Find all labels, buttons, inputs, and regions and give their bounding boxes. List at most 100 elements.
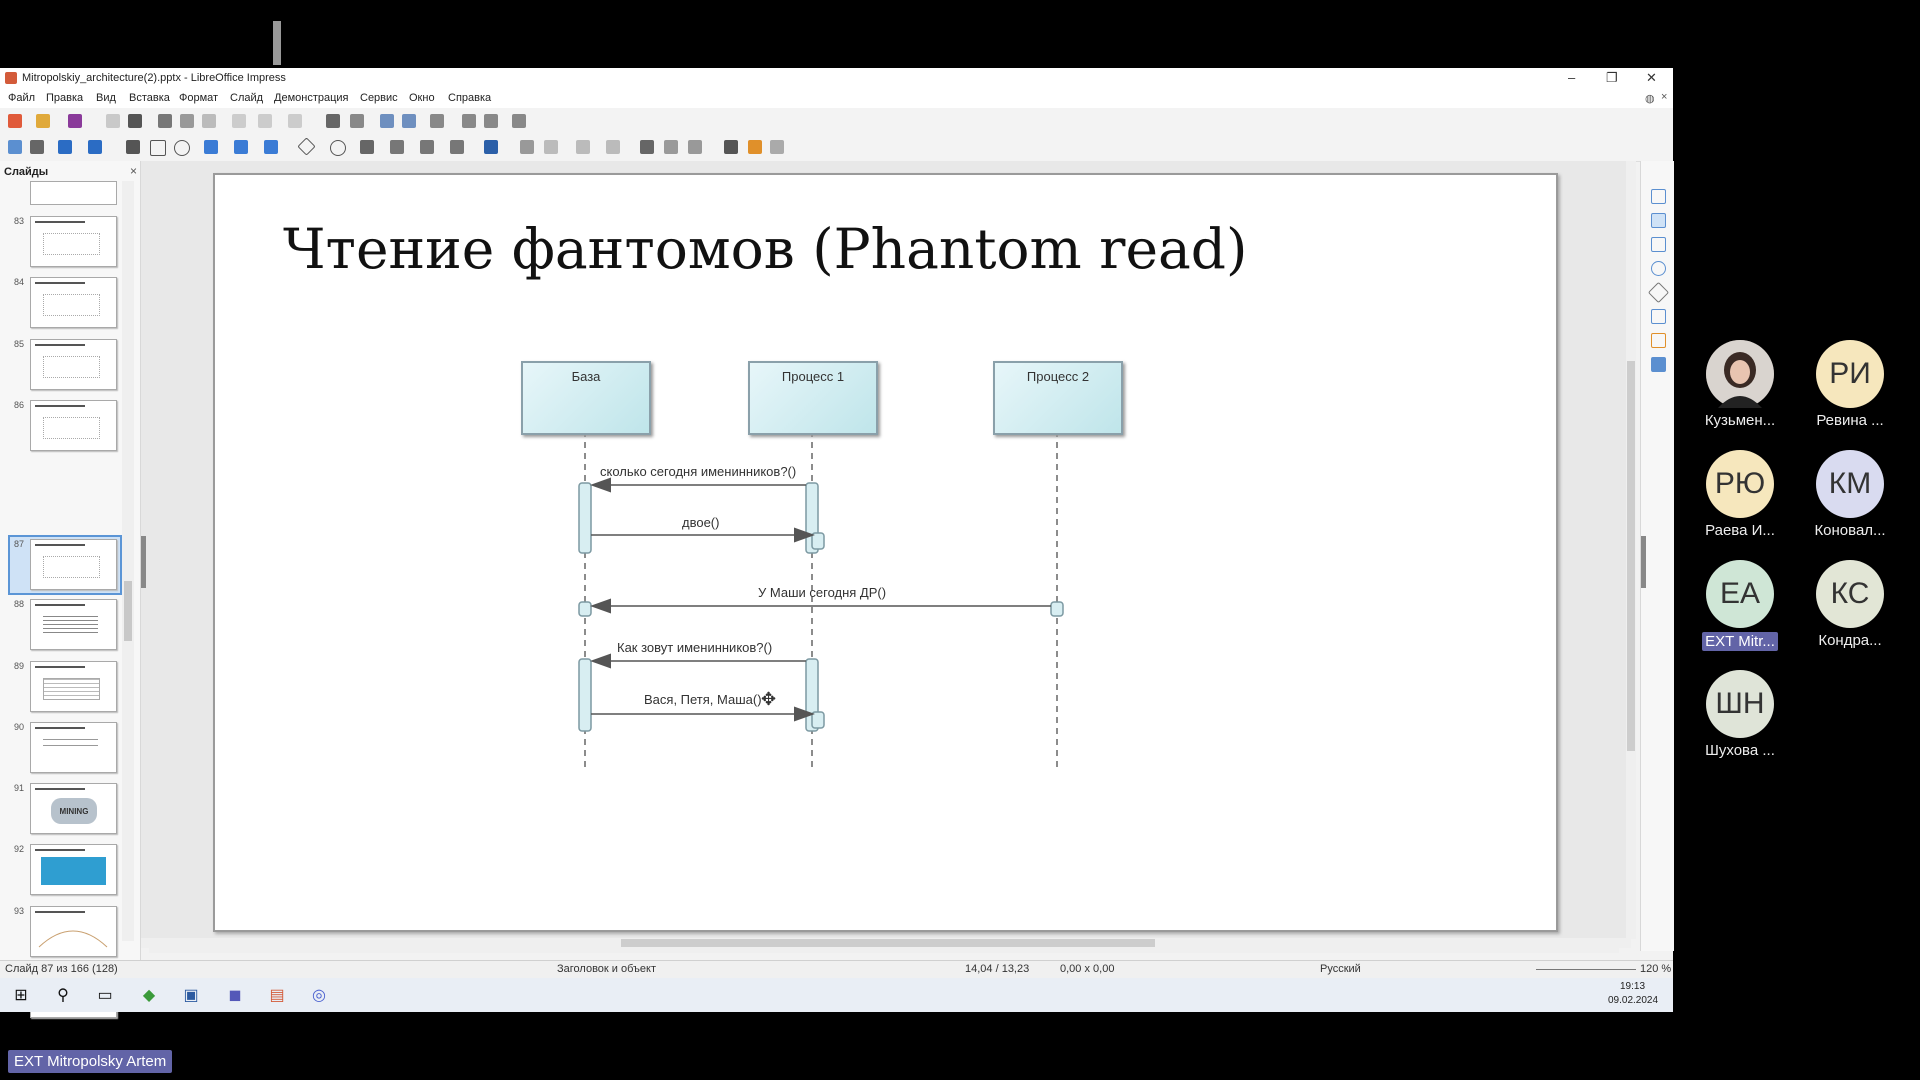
cut-icon[interactable] (158, 114, 172, 128)
slide-thumbnail[interactable] (30, 599, 117, 650)
slide-thumbnail[interactable] (30, 277, 117, 328)
block-arrows-icon[interactable] (360, 140, 374, 154)
display-views-icon[interactable] (430, 114, 444, 128)
save-icon[interactable] (68, 114, 82, 128)
master-slides-icon[interactable] (1651, 309, 1666, 324)
start-slideshow-icon[interactable] (484, 114, 498, 128)
menu-window[interactable]: Окно (409, 92, 435, 104)
slide-thumbnail-selected[interactable] (30, 539, 117, 590)
menu-insert[interactable]: Вставка (129, 92, 170, 104)
save-app-icon[interactable]: ▣ (183, 987, 199, 1004)
fontwork-icon[interactable] (748, 140, 762, 154)
app-icon[interactable]: ◆ (142, 987, 156, 1004)
slide-thumbnail[interactable] (30, 181, 117, 205)
panel-toggle-handle[interactable] (141, 536, 146, 588)
menu-view[interactable]: Вид (96, 92, 116, 104)
menu-file[interactable]: Файл (8, 92, 36, 104)
menu-tools[interactable]: Сервис (360, 92, 398, 104)
paste-icon[interactable] (202, 114, 216, 128)
line-tool-icon[interactable] (126, 140, 140, 154)
flowchart-icon[interactable] (390, 140, 404, 154)
participant-tile[interactable]: КМ Коновал... (1810, 450, 1890, 539)
fill-color-icon[interactable] (88, 140, 102, 154)
slide-thumbnail[interactable] (30, 339, 117, 390)
menu-slide[interactable]: Слайд (230, 92, 264, 104)
gallery-icon[interactable] (1651, 237, 1666, 252)
slide-thumbnail[interactable] (30, 722, 117, 773)
helplines-icon[interactable] (402, 114, 416, 128)
basic-shapes-icon[interactable] (297, 137, 316, 156)
symbol-shapes-icon[interactable] (330, 140, 346, 156)
export-pdf-icon[interactable] (106, 114, 120, 128)
impress-taskbar-icon[interactable]: ▤ (269, 987, 285, 1004)
navigator-icon[interactable] (1651, 261, 1666, 276)
vertical-scrollbar[interactable] (1626, 161, 1636, 939)
line-color-icon[interactable] (58, 140, 72, 154)
globe-icon[interactable]: ◍ (1645, 93, 1655, 105)
curve-tool-icon[interactable] (234, 140, 248, 154)
spelling-icon[interactable] (350, 114, 364, 128)
rotate-icon[interactable] (520, 140, 534, 154)
vertical-scrollbar-thumb[interactable] (1627, 361, 1635, 751)
panel-toggle-handle[interactable] (273, 21, 281, 65)
animation-icon[interactable] (1651, 333, 1666, 348)
grid-icon[interactable] (380, 114, 394, 128)
participant-tile[interactable]: ЕА EXT Mitr... (1700, 560, 1780, 651)
horizontal-scrollbar[interactable] (141, 938, 1631, 948)
redo-icon[interactable] (288, 114, 302, 128)
callouts-icon[interactable] (420, 140, 434, 154)
teams-icon[interactable]: ◼ (228, 987, 242, 1004)
copy-icon[interactable] (180, 114, 194, 128)
print-icon[interactable] (128, 114, 142, 128)
crop-icon[interactable] (664, 140, 678, 154)
find-replace-icon[interactable] (326, 114, 340, 128)
panel-scrollbar-thumb[interactable] (124, 581, 132, 641)
slide-thumbnail[interactable]: MINING (30, 783, 117, 834)
horizontal-scrollbar[interactable] (149, 943, 1619, 953)
horizontal-scrollbar-thumb[interactable] (621, 939, 1155, 947)
language-status[interactable]: Русский (1320, 963, 1361, 975)
slide-title[interactable]: Чтение фантомов (Phantom read) (283, 217, 1248, 281)
restore-icon[interactable]: ❐ (1606, 70, 1618, 85)
close-icon[interactable]: ✕ (1646, 70, 1657, 85)
slide-thumbnail[interactable] (30, 400, 117, 451)
arrow-tool-icon[interactable] (204, 140, 218, 154)
ellipse-tool-icon[interactable] (174, 140, 190, 156)
open-icon[interactable] (36, 114, 50, 128)
participant-tile[interactable]: ШН Шухова ... (1700, 670, 1780, 759)
minimize-icon[interactable]: – (1568, 70, 1576, 85)
participant-tile[interactable]: КС Кондра... (1810, 560, 1890, 649)
slide-thumbnail[interactable] (30, 661, 117, 712)
task-view-icon[interactable]: ▭ (97, 987, 113, 1004)
slide-thumbnail[interactable] (30, 844, 117, 895)
lifeline-box-process-2[interactable]: Процесс 2 (993, 361, 1123, 435)
select-icon[interactable] (8, 140, 22, 154)
rectangle-tool-icon[interactable] (150, 140, 166, 156)
arrange-icon[interactable] (576, 140, 590, 154)
close-document-icon[interactable]: × (1661, 91, 1668, 103)
windows-start-icon[interactable]: ⊞ (14, 987, 28, 1004)
zoom-slider[interactable] (1536, 969, 1636, 970)
participant-tile[interactable]: Кузьмен... (1700, 340, 1780, 429)
3d-objects-icon[interactable] (484, 140, 498, 154)
clone-formatting-icon[interactable] (232, 114, 246, 128)
menu-help[interactable]: Справка (448, 92, 492, 104)
new-icon[interactable] (8, 114, 22, 128)
shapes-icon[interactable] (1647, 281, 1670, 304)
menu-format[interactable]: Формат (179, 92, 219, 104)
connector-tool-icon[interactable] (264, 140, 278, 154)
slide-thumbnail[interactable] (30, 906, 117, 957)
align-icon[interactable] (544, 140, 558, 154)
points-icon[interactable] (724, 140, 738, 154)
zoom-level[interactable]: 120 % (1640, 963, 1672, 975)
lifeline-box-process-1[interactable]: Процесс 1 (748, 361, 878, 435)
slide-thumbnail[interactable] (30, 216, 117, 267)
close-panel-icon[interactable]: × (130, 164, 138, 178)
sidebar-toggle-handle[interactable] (1641, 536, 1646, 588)
search-icon[interactable]: ⚲ (57, 987, 69, 1004)
menu-edit[interactable]: Правка (46, 92, 84, 104)
zoom-icon[interactable] (30, 140, 44, 154)
lifeline-box-baza[interactable]: База (521, 361, 651, 435)
chrome-icon[interactable]: ◎ (312, 987, 326, 1004)
stars-icon[interactable] (450, 140, 464, 154)
